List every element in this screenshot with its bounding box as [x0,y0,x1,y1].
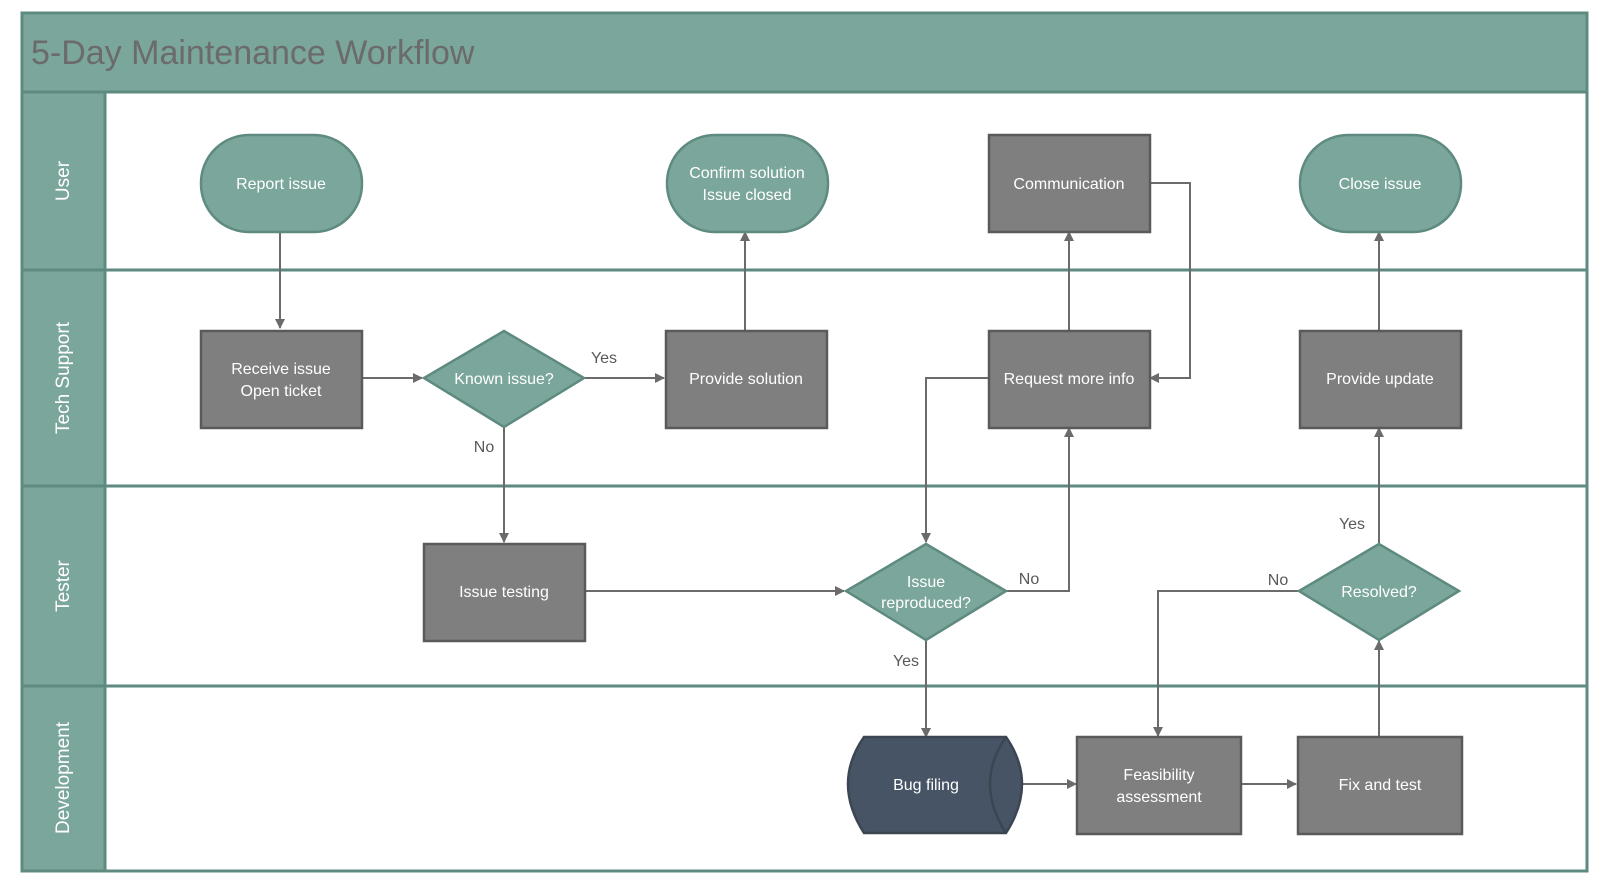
node-provide-update[interactable]: Provide update [1298,329,1463,430]
node-fix-and-test[interactable]: Fix and test [1296,735,1464,836]
node-label: Fix and test [1339,777,1422,794]
edge-label-yes: Yes [1339,516,1365,533]
node-label: Issue closed [703,187,792,204]
node-label: Resolved? [1341,584,1417,601]
node-label: Feasibility [1123,767,1194,784]
node-resolved[interactable]: Resolved? [1296,542,1462,642]
lane-label-tester: Tester [53,559,74,611]
lane-label-user: User [53,160,74,201]
connector-reproduced-no-to-request [1005,427,1074,592]
lane-header-tech-support [20,268,107,488]
node-confirm-solution[interactable]: Confirm solution Issue closed [665,133,830,234]
node-label: Bug filing [893,777,959,794]
node-issue-testing[interactable]: Issue testing [422,542,587,643]
node-feasibility-assessment[interactable]: Feasibility assessment [1075,735,1243,836]
node-label: assessment [1116,789,1202,806]
connector-request-to-reproduced [921,377,989,543]
node-label: Report issue [236,176,326,193]
lane-label-tech-support: Tech Support [53,321,74,434]
connector-communication-to-request [1149,182,1191,383]
node-label: Close issue [1339,176,1422,193]
node-label: Issue [907,574,945,591]
node-known-issue[interactable]: Known issue? [421,329,587,429]
diagram-title: 5-Day Maintenance Workflow [31,34,475,72]
node-request-more-info[interactable]: Request more info [987,329,1152,430]
connectors [275,182,1384,789]
title-band [20,11,1589,94]
node-issue-reproduced[interactable]: Issue reproduced? [843,542,1009,642]
node-label: Communication [1013,176,1124,193]
node-label: Provide update [1326,371,1434,388]
node-report-issue[interactable]: Report issue [199,133,364,234]
node-communication[interactable]: Communication [987,133,1152,234]
edge-label-no: No [1268,572,1289,589]
edge-label-yes: Yes [893,653,919,670]
connector-resolved-no-to-feasibility [1153,590,1298,737]
node-label: reproduced? [881,595,971,612]
node-label: Open ticket [241,383,322,400]
node-close-issue[interactable]: Close issue [1298,133,1463,234]
edge-label-yes: Yes [591,350,617,367]
node-bug-filing[interactable]: Bug filing [846,735,1024,835]
edge-label-no: No [474,439,495,456]
lane-label-development: Development [53,721,74,834]
edge-label-no: No [1019,571,1040,588]
node-label: Issue testing [459,584,549,601]
node-label: Known issue? [454,371,554,388]
node-receive-issue[interactable]: Receive issue Open ticket [199,329,364,430]
node-label: Confirm solution [689,165,805,182]
node-label: Receive issue [231,361,331,378]
node-provide-solution[interactable]: Provide solution [664,329,829,430]
node-label: Provide solution [689,371,803,388]
node-label: Request more info [1004,371,1135,388]
lane-header-development [20,684,107,873]
